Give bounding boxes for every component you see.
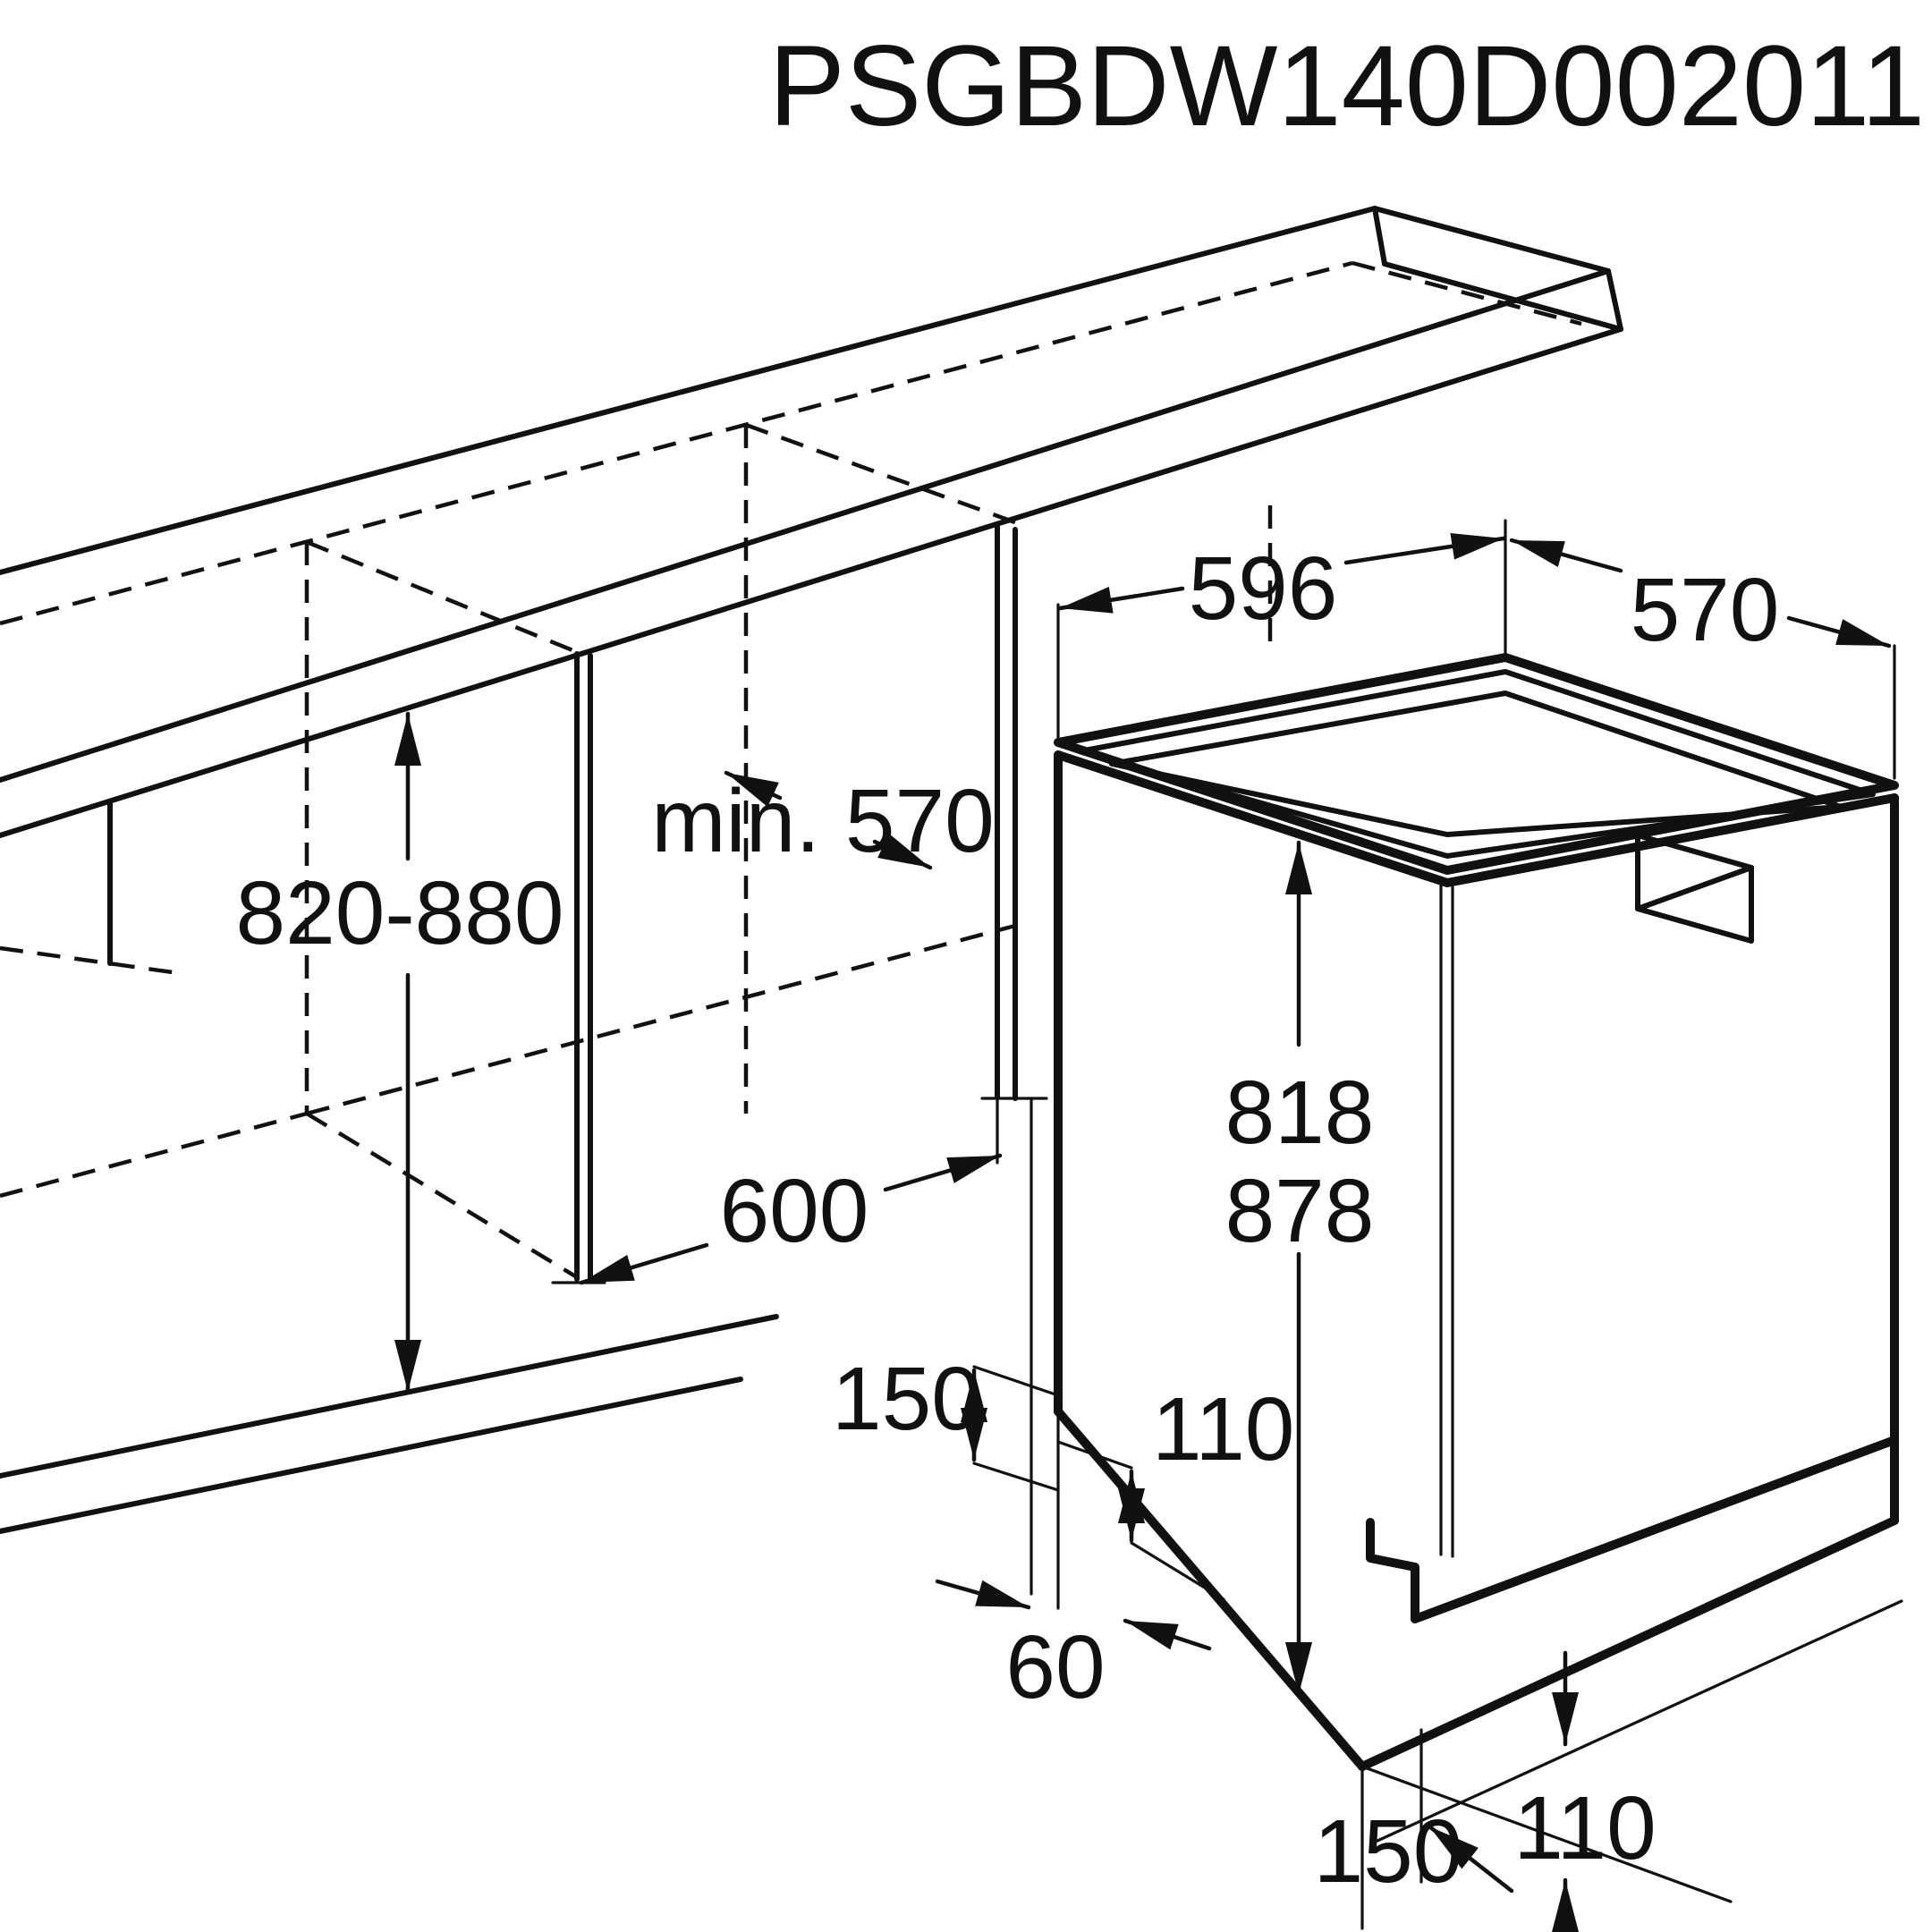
niche-width-label: 600 xyxy=(720,1161,869,1261)
dim-niche-width: 600 xyxy=(579,1153,1003,1285)
dim-appliance-width: 596 xyxy=(1056,505,1507,739)
cabinet-niche xyxy=(0,422,1048,1596)
dim-worktop-height: 820-880 xyxy=(236,711,564,1394)
drawing-code: PSGBDW140D002011 xyxy=(768,22,1925,150)
appliance-width-label: 596 xyxy=(1189,538,1338,639)
dishwasher-body xyxy=(1054,653,1899,1771)
appliance-depth-label: 570 xyxy=(1631,560,1780,660)
plinth-recess-front-label: 110 xyxy=(1513,1778,1656,1878)
dim-appliance-height: 818 878 xyxy=(1225,840,1375,1697)
dim-appliance-depth: 570 xyxy=(1509,538,1896,780)
dim-niche-depth: min. 570 xyxy=(651,770,995,871)
worktop-height-label: 820-880 xyxy=(236,863,564,963)
appliance-height-max-label: 878 xyxy=(1225,1161,1375,1261)
appliance-height-min-label: 818 xyxy=(1225,1063,1375,1163)
side-clearance-label: 60 xyxy=(1005,1617,1105,1717)
plinth-setback-front-label: 150 xyxy=(1314,1801,1463,1902)
dim-plinth-front-cluster: 110 150 xyxy=(1314,1599,1903,1932)
worktop-slab xyxy=(0,206,1623,838)
niche-depth-label: min. 570 xyxy=(651,771,995,871)
plinth-height-side-label: 150 xyxy=(832,1349,981,1449)
dim-plinth-left-cluster: 150 110 60 xyxy=(832,1349,1294,1717)
plinth-recess-side-label: 110 xyxy=(1152,1379,1294,1479)
